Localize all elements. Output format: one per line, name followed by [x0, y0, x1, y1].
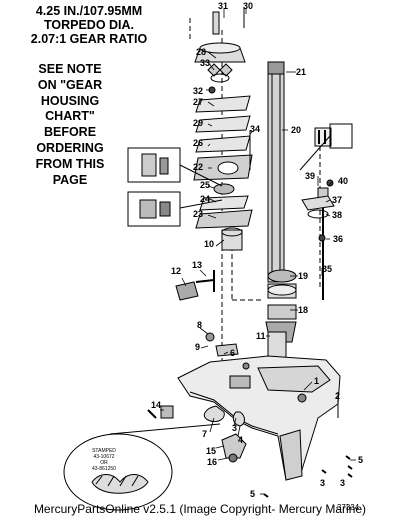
callout-label: 3: [340, 478, 345, 488]
callout-label: 20: [291, 125, 301, 135]
callout-label: 37: [332, 195, 342, 205]
header-line: TORPEDO DIA.: [43, 18, 135, 32]
note-line: ON "GEAR: [37, 77, 103, 92]
header-line: 2.07:1 GEAR RATIO: [30, 32, 148, 46]
callout-label: 8: [197, 320, 202, 330]
callout-label: 4: [238, 435, 243, 445]
callout-labels: 31 30 28 33 21 32 27 29 34 20 26 22 25 2…: [151, 1, 363, 499]
callout-label: 19: [298, 271, 308, 281]
callout-label: 6: [230, 348, 235, 358]
copyright-footer: MercuryPartsOnline v2.5.1 (Image Copyrig…: [33, 502, 367, 516]
note-line: CHART": [45, 109, 95, 124]
callout-label: 3: [232, 423, 237, 433]
callout-label: 35: [322, 264, 332, 274]
callout-label: 7: [202, 429, 207, 439]
callout-label: 38: [332, 210, 342, 220]
callout-label: 31: [218, 1, 228, 11]
note-line: FROM THIS: [35, 156, 105, 171]
leader-lines: [160, 8, 356, 495]
callout-label: 26: [193, 138, 203, 148]
callout-label: 24: [200, 194, 210, 204]
note-line: HOUSING: [40, 93, 100, 108]
loose-parts: [147, 270, 353, 498]
stamped-gear-inset: [63, 423, 221, 511]
reference-boxes: [127, 123, 353, 227]
diagram-code: 37334: [337, 503, 360, 512]
callout-label: 13: [192, 260, 202, 270]
note-line: SEE NOTE: [38, 62, 102, 76]
header-line: 4.25 IN./107.95MM: [35, 4, 143, 18]
callout-label: 14: [151, 400, 161, 410]
callout-label: 23: [193, 209, 203, 219]
stamp-line: 43-10672: [93, 454, 114, 460]
callout-label: 40: [338, 176, 348, 186]
callout-label: 25: [200, 180, 210, 190]
callout-label: 27: [193, 97, 203, 107]
callout-label: 22: [193, 162, 203, 172]
callout-label: 5: [358, 455, 363, 465]
callout-label: 3: [320, 478, 325, 488]
callout-label: 36: [333, 234, 343, 244]
water-pump-stack: [193, 8, 253, 251]
callout-label: 33: [200, 58, 210, 68]
note-line: ORDERING: [36, 140, 104, 155]
note-line: PAGE: [52, 172, 88, 187]
callout-label: 12: [171, 266, 181, 276]
callout-label: 39: [305, 171, 315, 181]
callout-label: 15: [206, 446, 216, 456]
callout-label: 32: [193, 86, 203, 96]
bearing-stack: [265, 269, 297, 359]
stamp-line: 43-861250: [92, 466, 116, 472]
callout-label: 11: [256, 331, 266, 341]
ordering-note: SEE NOTE ON "GEAR HOUSING CHART" BEFORE …: [20, 62, 120, 188]
callout-label: 2: [335, 391, 340, 401]
callout-label: 10: [204, 239, 214, 249]
note-line: BEFORE: [43, 125, 97, 140]
stamp-line: OR: [100, 460, 108, 466]
callout-label: 9: [195, 342, 200, 352]
gear-spec-header: 4.25 IN./107.95MM TORPEDO DIA. 2.07:1 GE…: [4, 4, 174, 46]
driveshaft: [267, 61, 285, 283]
callout-label: 34: [250, 124, 260, 134]
gear-housing: [177, 355, 341, 481]
callout-label: 29: [193, 118, 203, 128]
callout-label: 16: [207, 457, 217, 467]
stamp-line: STAMPED: [92, 448, 116, 454]
callout-label: 5: [250, 489, 255, 499]
callout-label: 30: [243, 1, 253, 11]
stamp-text: STAMPED 43-10672 OR 43-861250: [92, 448, 116, 472]
callout-label: 18: [298, 305, 308, 315]
callout-label: 21: [296, 67, 306, 77]
callout-label: 1: [314, 376, 319, 386]
callout-label: 28: [196, 47, 206, 57]
